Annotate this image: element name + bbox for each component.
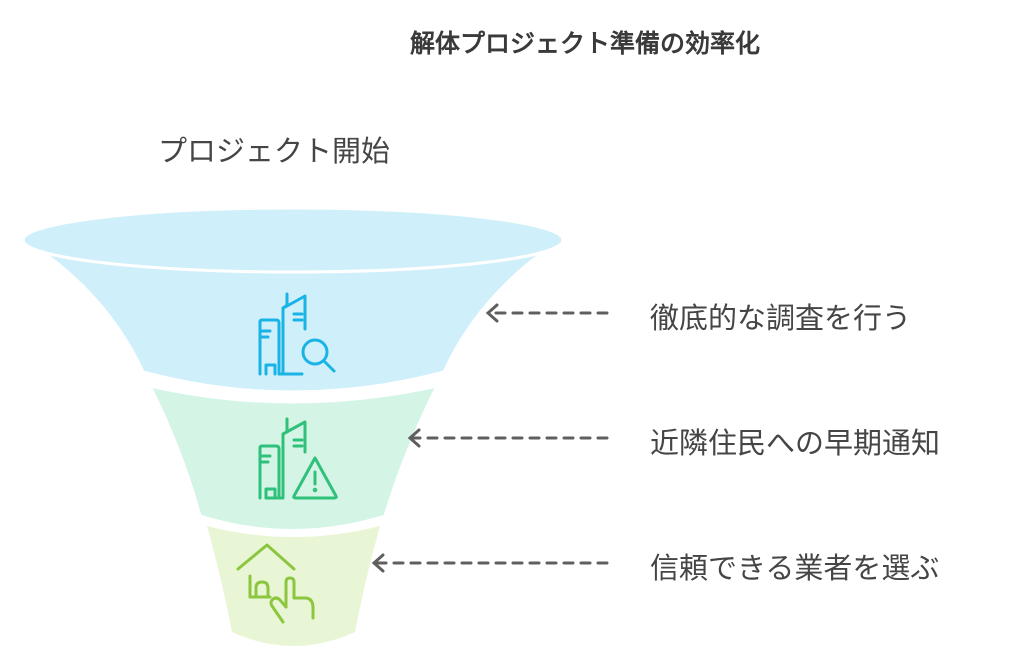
- house-hand-icon: [236, 543, 315, 624]
- arrow-stage-1: [485, 303, 609, 323]
- arrow-stage-3: [371, 553, 609, 573]
- stage-2-label: 近隣住民への早期通知: [650, 426, 941, 460]
- buildings-warning-icon: [258, 417, 338, 500]
- funnel-stage-2: [147, 383, 440, 532]
- stage-1-label: 徹底的な調査を行う: [650, 301, 912, 335]
- funnel-start-label: プロジェクト開始: [158, 134, 391, 168]
- stage-3-label: 信頼できる業者を選ぶ: [650, 551, 940, 585]
- arrow-stage-2: [407, 428, 609, 448]
- buildings-search-icon: [258, 292, 336, 376]
- funnel-top-ellipse: [21, 206, 565, 274]
- diagram-title: 解体プロジェクト準備の効率化: [409, 29, 760, 58]
- funnel-stage-1: [21, 206, 565, 394]
